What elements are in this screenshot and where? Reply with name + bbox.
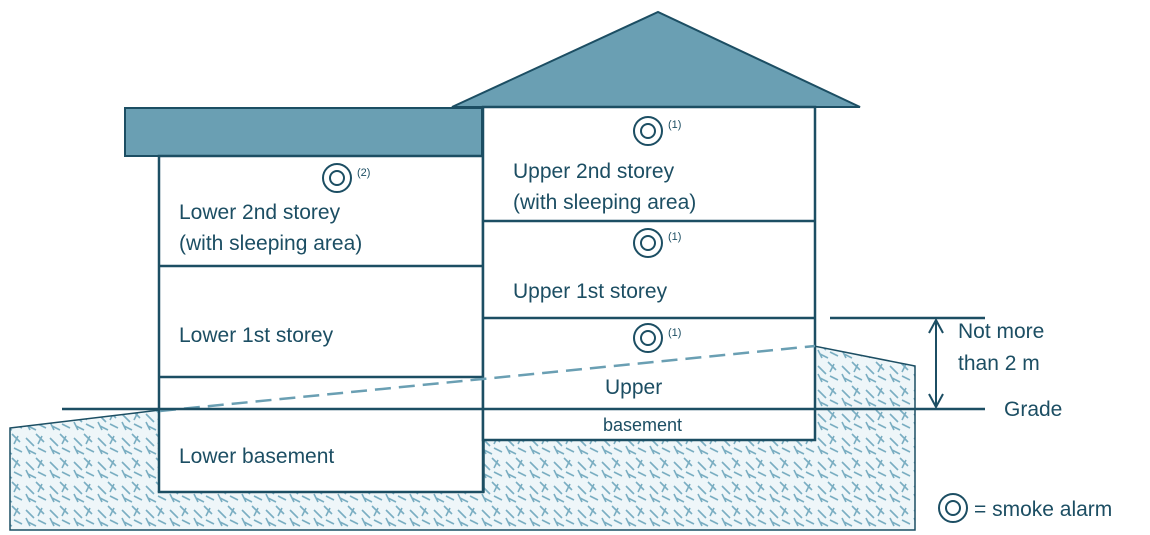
upper-section <box>481 105 817 442</box>
smoke-alarm-icon <box>633 323 663 353</box>
upper-basement-sublabel: basement <box>603 415 682 435</box>
smoke-alarm-icon <box>322 163 352 193</box>
arrow-head-up <box>928 317 944 334</box>
lower-section <box>157 154 485 494</box>
alarm-note: (1) <box>668 119 681 131</box>
lower-2nd-storey-sublabel: (with sleeping area) <box>179 232 362 255</box>
dimension-label-line1: Not more <box>958 320 1044 343</box>
lower-2nd-storey-label: Lower 2nd storey <box>179 201 341 224</box>
alarm-note: (1) <box>668 231 681 243</box>
upper-roof <box>451 10 861 108</box>
legend-smoke-alarm-icon <box>938 493 968 523</box>
lower-roof <box>124 107 483 157</box>
smoke-alarm-icon <box>633 228 663 258</box>
upper-2nd-storey-sublabel: (with sleeping area) <box>513 191 696 214</box>
arrow-head-down <box>928 393 944 410</box>
dimension-label-line2: than 2 m <box>958 352 1040 375</box>
lower-1st-storey-label: Lower 1st storey <box>179 324 334 347</box>
upper-basement-label: Upper <box>605 376 662 399</box>
alarm-note: (2) <box>357 167 370 179</box>
upper-1st-storey-label: Upper 1st storey <box>513 280 668 303</box>
alarm-note: (1) <box>668 327 681 339</box>
lower-basement-label: Lower basement <box>179 445 334 468</box>
smoke-alarm-icon <box>633 116 663 146</box>
grade-label: Grade <box>1004 398 1062 421</box>
sloped-grade-line <box>159 344 816 413</box>
upper-2nd-storey-label: Upper 2nd storey <box>513 160 675 183</box>
legend-text: = smoke alarm <box>974 498 1112 521</box>
